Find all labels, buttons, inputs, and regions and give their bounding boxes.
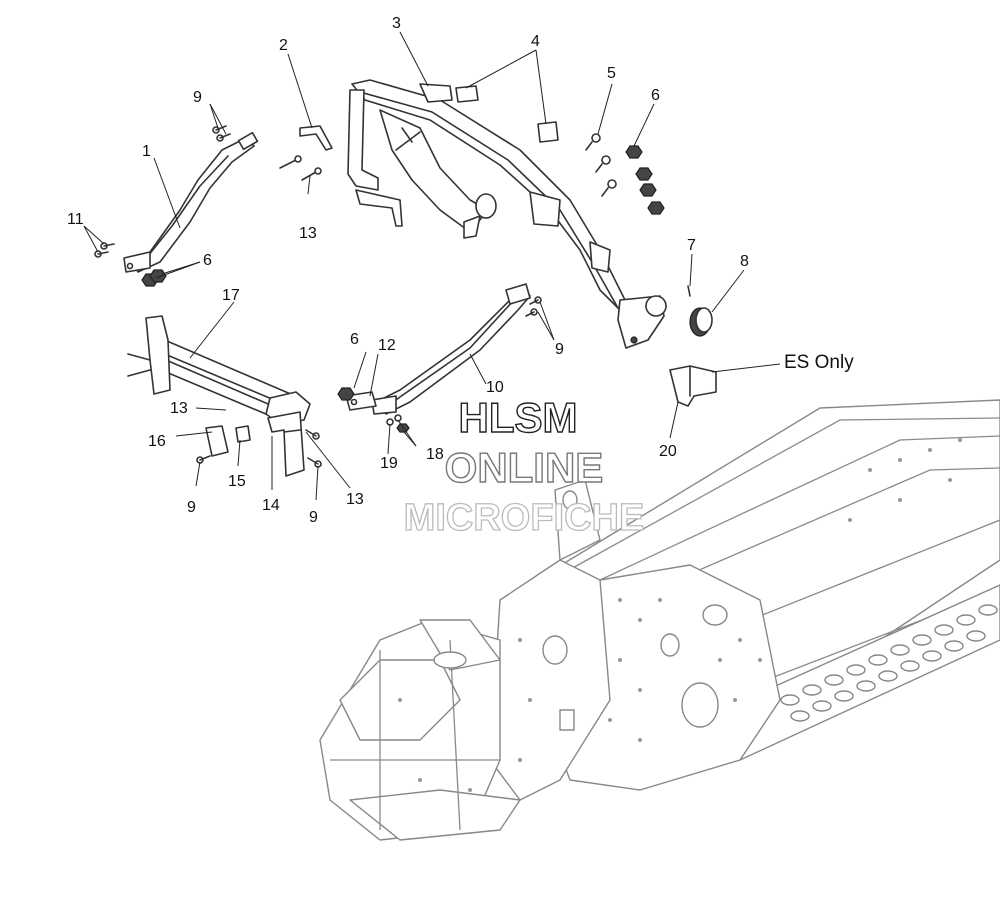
part-9-bolts-upper-left <box>212 125 231 142</box>
part-7-pin <box>687 285 691 297</box>
callout-6-right: 6 <box>651 87 660 104</box>
callout-labels: 1 2 3 4 5 6 9 11 6 13 7 8 17 6 12 9 10 1… <box>67 15 854 526</box>
callout-13-lower: 13 <box>346 491 364 508</box>
part-9-bolts-rod <box>525 296 542 317</box>
part-6-nuts-right <box>625 145 665 215</box>
part-4-pads <box>455 85 559 143</box>
callout-19: 19 <box>380 455 398 472</box>
leader-lines <box>83 31 781 501</box>
callout-5: 5 <box>607 65 616 82</box>
callout-13-upper: 13 <box>299 225 317 242</box>
running-board-holes <box>780 604 998 722</box>
part-8-cap <box>689 307 713 337</box>
es-only-note: ES Only <box>784 352 854 373</box>
callout-15: 15 <box>228 473 246 490</box>
chassis-tunnel <box>319 399 1000 841</box>
part-14-bracket <box>267 411 305 477</box>
part-13-bolts-upper <box>279 155 322 181</box>
watermark-line-1: HLSM <box>459 394 578 441</box>
part-10-support-rod <box>371 283 531 415</box>
callout-14: 14 <box>262 497 280 514</box>
part-1-support-arm <box>123 131 259 273</box>
callout-9-upper-left: 9 <box>193 89 202 106</box>
watermark-line-2: ONLINE <box>445 444 604 491</box>
part-19-18-hardware <box>386 414 410 433</box>
part-2-bracket <box>299 125 333 151</box>
callout-2: 2 <box>279 37 288 54</box>
part-6-nuts-center <box>337 387 355 401</box>
watermark: HLSM ONLINE MICROFICHE <box>403 393 645 539</box>
watermark-line-3: MICROFICHE <box>404 497 645 539</box>
part-17-cross-member <box>127 315 311 425</box>
callout-17: 17 <box>222 287 240 304</box>
callout-10: 10 <box>486 379 504 396</box>
callout-16: 16 <box>148 433 166 450</box>
callout-7: 7 <box>687 237 696 254</box>
part-12-link <box>345 391 377 411</box>
callout-3: 3 <box>392 15 401 32</box>
callout-9-right-lower: 9 <box>309 509 318 526</box>
callout-9-left: 9 <box>187 499 196 516</box>
callout-1: 1 <box>142 143 151 160</box>
chassis-rivets <box>398 438 962 792</box>
part-3-steering-frame <box>347 79 667 349</box>
callout-4: 4 <box>531 33 540 50</box>
part-6-nuts-left <box>141 269 167 287</box>
part-20-es-bracket <box>669 365 717 407</box>
callout-12: 12 <box>378 337 396 354</box>
callout-18: 18 <box>426 446 444 463</box>
callout-11: 11 <box>67 211 84 228</box>
callout-20: 20 <box>659 443 677 460</box>
callout-9-rod: 9 <box>555 341 564 358</box>
part-5-bolts <box>585 133 617 197</box>
part-16-plate <box>205 425 229 457</box>
callout-8: 8 <box>740 253 749 270</box>
callout-6-left: 6 <box>203 252 212 269</box>
part-11-bolts <box>94 242 115 258</box>
callout-13-left: 13 <box>170 400 188 417</box>
part-15-clip <box>235 425 251 443</box>
callout-6-center: 6 <box>350 331 359 348</box>
